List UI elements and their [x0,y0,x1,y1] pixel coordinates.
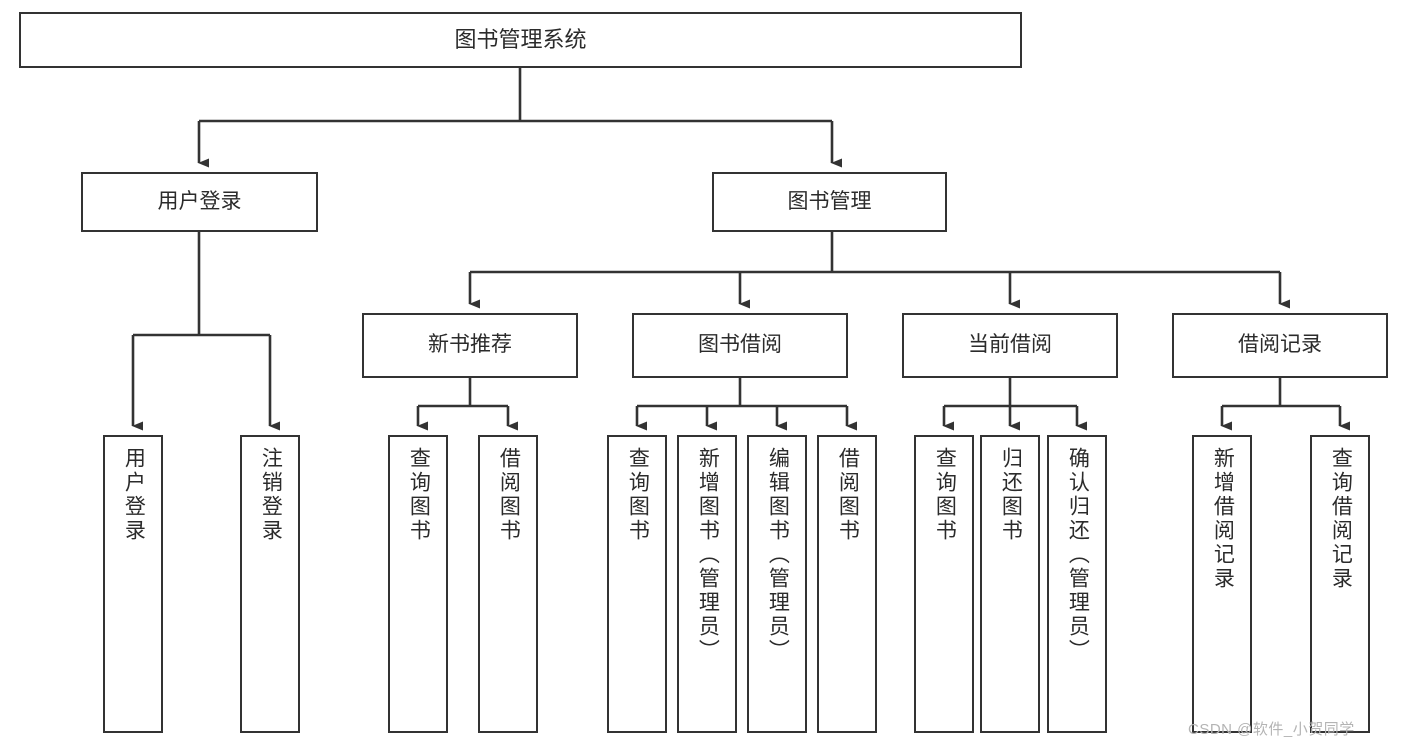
node-label: 归还图书 [999,447,1023,543]
csdn-watermark: CSDN @软件_小贺同学 [1188,721,1355,738]
leaf-borrow-book-recommend[interactable]: 借阅图书 [478,435,538,733]
leaf-query-book-recommend[interactable]: 查询图书 [388,435,448,733]
leaf-query-borrow-record[interactable]: 查询借阅记录 [1310,435,1370,733]
node-label: 确认归还（管理员） [1066,447,1090,663]
leaf-query-book-borrow[interactable]: 查询图书 [607,435,667,733]
node-label: 查询借阅记录 [1329,447,1353,591]
leaf-user-login[interactable]: 用户登录 [103,435,163,733]
node-label: 借阅图书 [836,447,860,543]
node-label: 图书管理系统 [454,27,587,53]
leaf-add-borrow-record[interactable]: 新增借阅记录 [1192,435,1252,733]
node-label: 注销登录 [259,447,283,543]
leaf-edit-book-admin[interactable]: 编辑图书（管理员） [747,435,807,733]
node-label: 新增借阅记录 [1211,447,1235,591]
node-label: 借阅图书 [497,447,521,543]
node-label: 用户登录 [122,447,146,543]
node-book-borrow[interactable]: 图书借阅 [632,313,848,378]
node-current-borrow[interactable]: 当前借阅 [902,313,1118,378]
leaf-query-book-current[interactable]: 查询图书 [914,435,974,733]
leaf-borrow-book[interactable]: 借阅图书 [817,435,877,733]
node-label: 当前借阅 [968,333,1052,357]
node-label: 查询图书 [407,447,431,543]
node-new-book-recommend[interactable]: 新书推荐 [362,313,578,378]
leaf-return-book[interactable]: 归还图书 [980,435,1040,733]
node-label: 编辑图书（管理员） [766,447,790,663]
node-label: 图书借阅 [698,333,782,357]
node-root-system[interactable]: 图书管理系统 [19,12,1022,68]
node-borrow-record[interactable]: 借阅记录 [1172,313,1388,378]
node-book-management[interactable]: 图书管理 [712,172,947,232]
node-label: 借阅记录 [1238,333,1322,357]
node-label: 新书推荐 [428,333,512,357]
leaf-confirm-return-admin[interactable]: 确认归还（管理员） [1047,435,1107,733]
node-label: 新增图书（管理员） [696,447,720,663]
node-label: 查询图书 [626,447,650,543]
node-label: 查询图书 [933,447,957,543]
node-user-login[interactable]: 用户登录 [81,172,318,232]
leaf-logout-login[interactable]: 注销登录 [240,435,300,733]
node-label: 图书管理 [787,189,872,213]
node-label: 用户登录 [157,189,242,213]
leaf-add-book-admin[interactable]: 新增图书（管理员） [677,435,737,733]
